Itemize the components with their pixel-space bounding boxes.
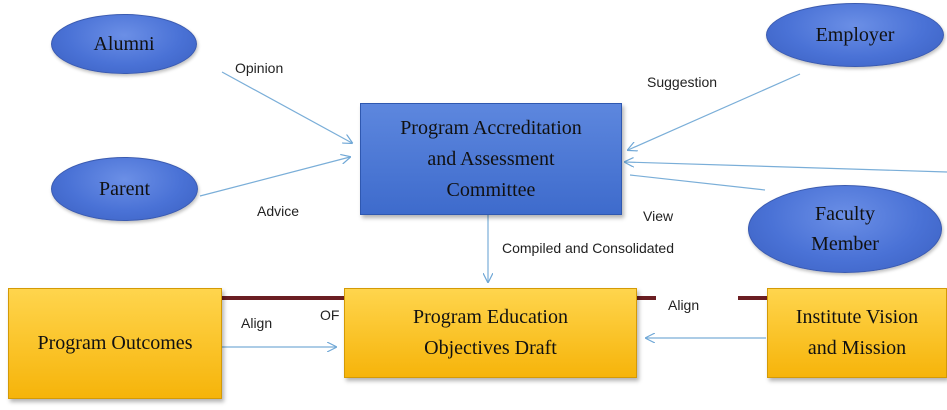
peo-label-line1: Program Education <box>413 306 568 328</box>
edge-label-align-right: Align <box>668 297 700 313</box>
alumni-node: Alumni <box>51 14 197 74</box>
committee-label-line3: Committee <box>446 178 536 201</box>
vision-label-line2: and Mission <box>807 337 907 359</box>
committee-label-line1: Program Accreditation <box>400 116 582 139</box>
arrow-parent-committee <box>199 157 350 197</box>
edge-label-compiled: Compiled and Consolidated <box>502 240 674 256</box>
committee-node: Program Accreditation and Assessment Com… <box>360 103 622 215</box>
committee-label-line2: and Assessment <box>427 147 555 170</box>
faculty-label-line1: Faculty <box>815 203 875 225</box>
employer-label: Employer <box>815 24 895 46</box>
vision-mission-node: Institute Vision and Mission <box>767 288 947 378</box>
peo-draft-node: Program Education Objectives Draft <box>344 288 637 378</box>
vision-label-line1: Institute Vision <box>795 306 919 328</box>
parent-node: Parent <box>51 157 198 221</box>
arrow-right-committee <box>625 162 947 173</box>
edge-label-align-left: Align <box>241 315 273 331</box>
outcomes-label: Program Outcomes <box>37 332 193 354</box>
edge-label-suggestion: Suggestion <box>647 74 718 90</box>
edge-label-of: OF <box>320 307 340 323</box>
parent-label: Parent <box>98 178 151 200</box>
arrow-employer-committee <box>628 73 801 150</box>
program-outcomes-node: Program Outcomes <box>8 288 222 399</box>
faculty-label-line2: Member <box>811 233 879 255</box>
peo-label-line2: Objectives Draft <box>424 337 557 359</box>
edge-label-advice: Advice <box>257 203 300 219</box>
faculty-member-node: Faculty Member <box>748 185 942 273</box>
employer-node: Employer <box>766 3 944 67</box>
alumni-label: Alumni <box>93 33 155 55</box>
edge-label-view: View <box>643 208 674 224</box>
edge-label-opinion: Opinion <box>235 60 284 76</box>
arrow-faculty-committee <box>629 174 766 191</box>
arrow-alumni-committee <box>221 71 352 143</box>
